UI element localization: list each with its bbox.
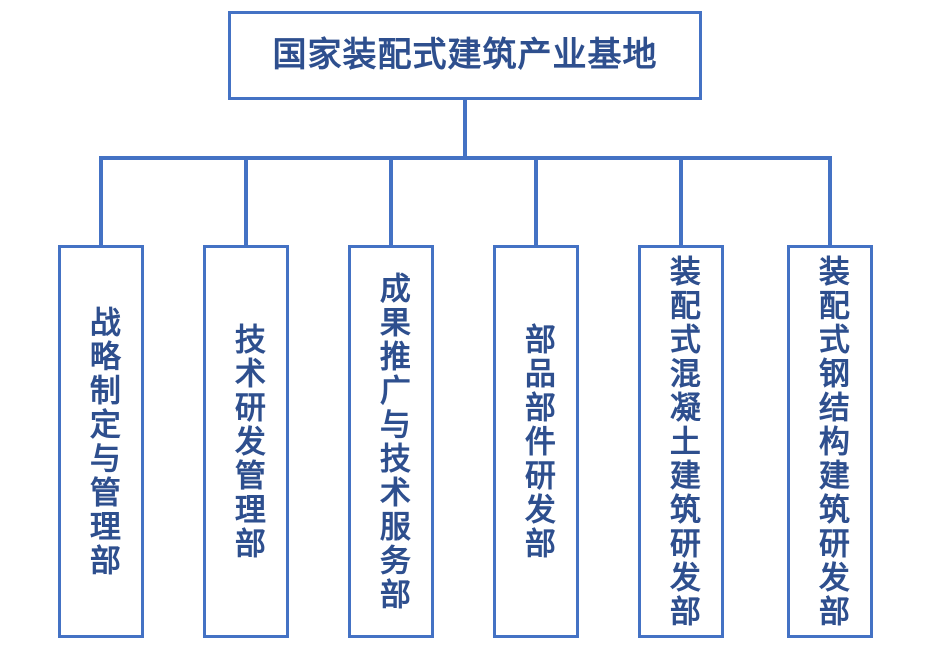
child-node-4-label: 部品部件研发部 bbox=[518, 322, 555, 561]
child-node-1[interactable]: 战略制定与管理部 bbox=[58, 245, 144, 638]
child-node-2[interactable]: 技术研发管理部 bbox=[203, 245, 289, 638]
connector-drop-3 bbox=[389, 156, 393, 245]
connector-drop-1 bbox=[99, 156, 103, 245]
root-node[interactable]: 国家装配式建筑产业基地 bbox=[228, 11, 702, 100]
child-node-3-label: 成果推广与技术服务部 bbox=[373, 271, 410, 612]
child-node-5-label: 装配式混凝土建筑研发部 bbox=[663, 254, 700, 629]
connector-drop-6 bbox=[828, 156, 832, 245]
connector-drop-2 bbox=[244, 156, 248, 245]
connector-horizontal-bus bbox=[99, 156, 832, 160]
child-node-2-label: 技术研发管理部 bbox=[228, 322, 265, 561]
child-node-3[interactable]: 成果推广与技术服务部 bbox=[348, 245, 434, 638]
root-node-label: 国家装配式建筑产业基地 bbox=[272, 34, 658, 75]
connector-drop-4 bbox=[534, 156, 538, 245]
connector-drop-5 bbox=[679, 156, 683, 245]
child-node-6-label: 装配式钢结构建筑研发部 bbox=[812, 254, 849, 629]
connector-root-stem bbox=[463, 100, 467, 158]
child-node-4[interactable]: 部品部件研发部 bbox=[493, 245, 579, 638]
child-node-5[interactable]: 装配式混凝土建筑研发部 bbox=[638, 245, 724, 638]
child-node-6[interactable]: 装配式钢结构建筑研发部 bbox=[787, 245, 873, 638]
child-node-1-label: 战略制定与管理部 bbox=[83, 305, 120, 578]
